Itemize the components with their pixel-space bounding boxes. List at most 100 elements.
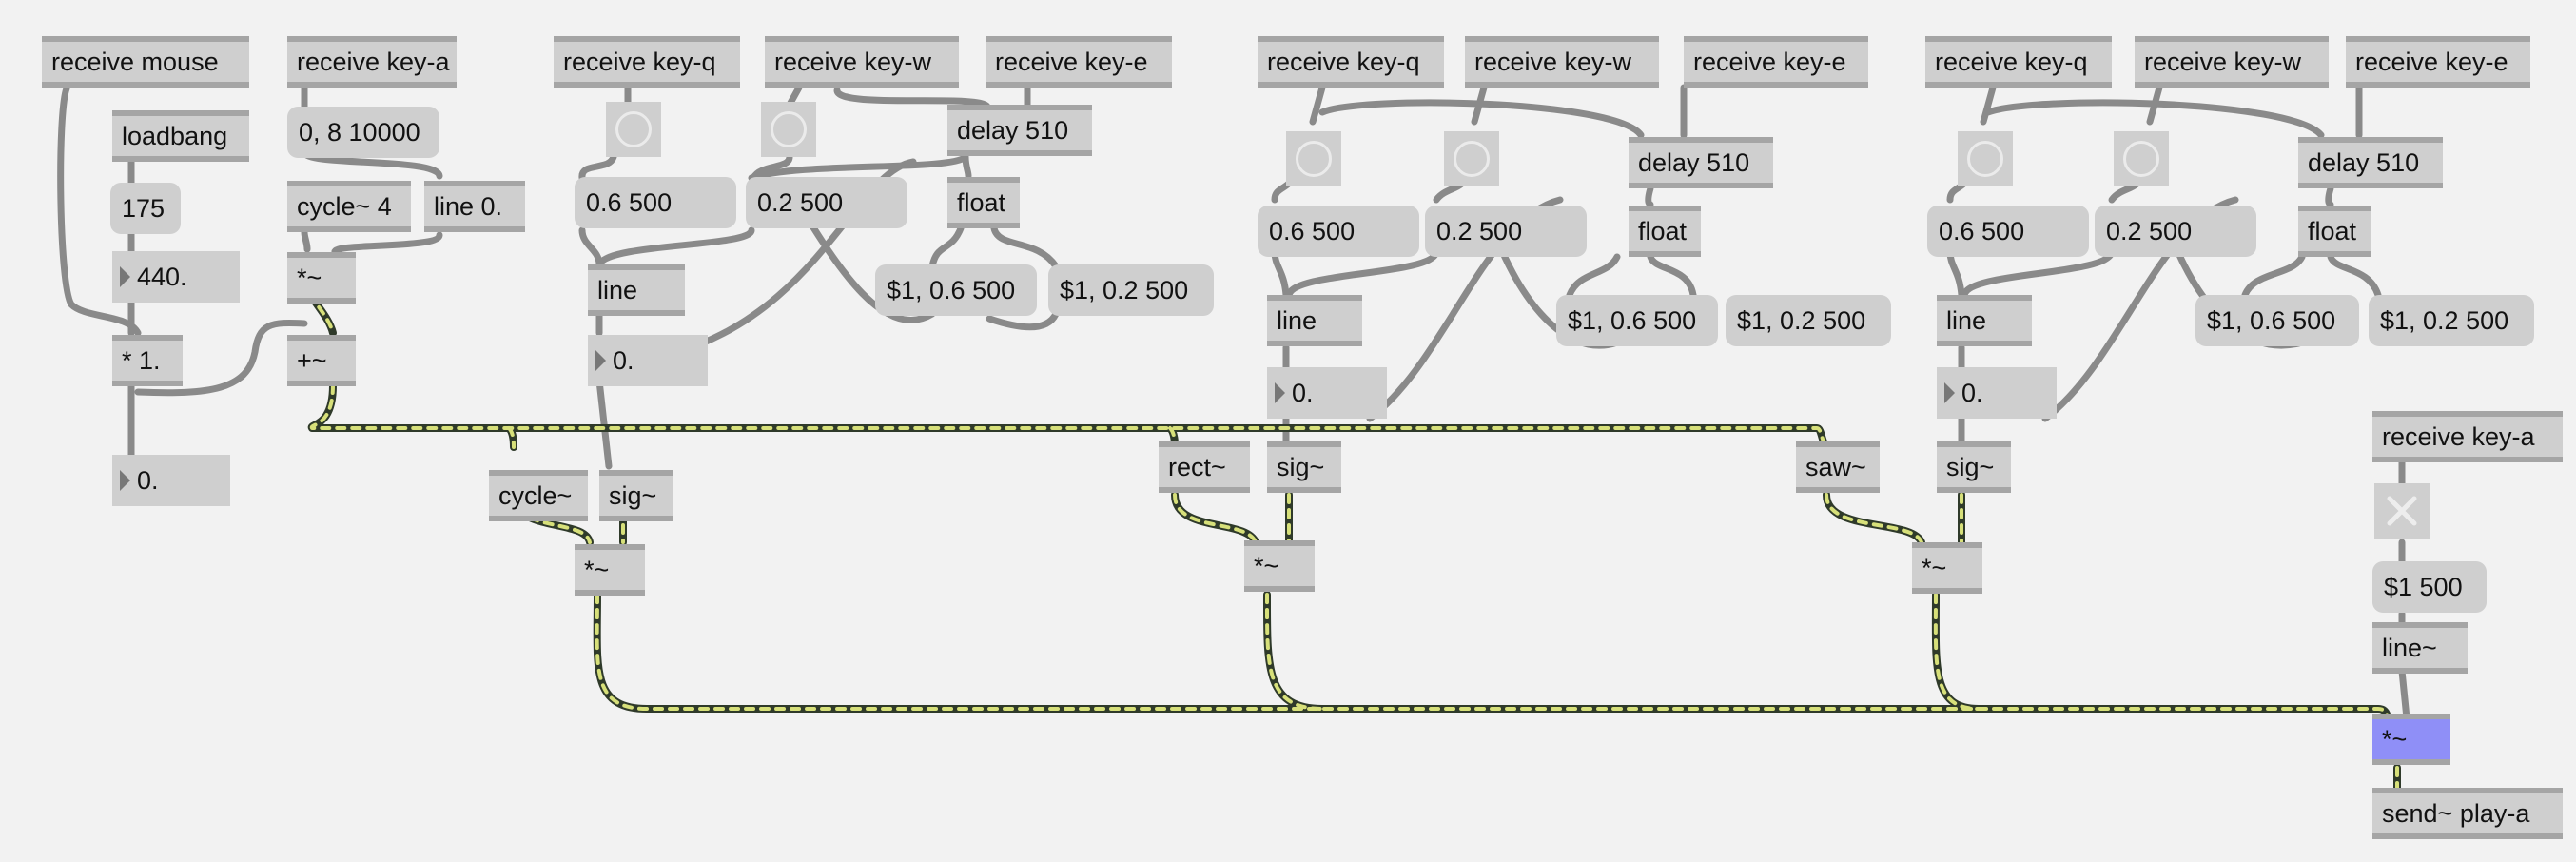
cord[interactable]	[1309, 84, 1326, 126]
cord[interactable]	[1961, 248, 2116, 299]
bang-button-q-v2[interactable]	[1286, 131, 1341, 186]
cord[interactable]	[1645, 185, 1654, 208]
signal-cord[interactable]	[1171, 491, 1259, 546]
toggle-box[interactable]	[2374, 483, 2430, 539]
message-envelope[interactable]: $1 500	[2372, 561, 2487, 613]
delay-object-v3[interactable]: delay 510	[2298, 137, 2443, 188]
cord[interactable]	[1318, 99, 1645, 139]
message-dollar-0-2-v2[interactable]: $1, 0.2 500	[1726, 295, 1891, 346]
signal-cord[interactable]	[307, 382, 1830, 451]
sig-object-v2[interactable]: sig~	[1267, 441, 1341, 493]
message-dollar-0-2-v1[interactable]: $1, 0.2 500	[1048, 264, 1214, 316]
float-object-v3[interactable]: float	[2298, 206, 2371, 257]
signal-cord[interactable]	[512, 493, 592, 544]
message-0-6-v1[interactable]: 0.6 500	[575, 177, 736, 228]
message-dollar-0-6-v2[interactable]: $1, 0.6 500	[1556, 295, 1718, 346]
receive-mouse-object[interactable]: receive mouse	[42, 36, 249, 88]
number-box-output[interactable]: 0.	[112, 455, 230, 506]
receive-key-e-object-v1[interactable]: receive key-e	[986, 36, 1172, 88]
cycle-oscillator-object[interactable]: cycle~	[489, 470, 588, 521]
cord[interactable]	[990, 225, 1060, 270]
message-175[interactable]: 175	[110, 183, 181, 234]
signal-cord[interactable]	[1262, 591, 1326, 713]
delay-object-v1[interactable]: delay 510	[947, 105, 1092, 156]
receive-key-q-object-v1[interactable]: receive key-q	[554, 36, 740, 88]
number-box-v2[interactable]: 0.	[1267, 367, 1387, 419]
cord[interactable]	[833, 87, 991, 110]
cord[interactable]	[1271, 248, 1290, 299]
cord[interactable]	[301, 228, 311, 253]
delay-object-v2[interactable]: delay 510	[1629, 137, 1773, 188]
receive-key-w-object-v2[interactable]: receive key-w	[1465, 36, 1659, 88]
multiply-signal-object[interactable]: *~	[287, 252, 356, 304]
receive-key-q-object-v2[interactable]: receive key-q	[1258, 36, 1444, 88]
cord[interactable]	[331, 231, 443, 256]
cord[interactable]	[2241, 253, 2306, 299]
message-0-2-v3[interactable]: 0.2 500	[2095, 206, 2256, 257]
cord[interactable]	[986, 310, 1060, 331]
signal-cord[interactable]	[595, 593, 2390, 720]
receive-key-w-object-v3[interactable]: receive key-w	[2135, 36, 2329, 88]
cord[interactable]	[578, 153, 617, 182]
number-box-440[interactable]: 440.	[112, 251, 240, 303]
message-0-6-v3[interactable]: 0.6 500	[1927, 206, 2089, 257]
message-dollar-0-6-v1[interactable]: $1, 0.6 500	[875, 264, 1037, 316]
receive-key-e-object-v2[interactable]: receive key-e	[1684, 36, 1868, 88]
signal-cord[interactable]	[1933, 593, 1981, 711]
number-box-v1[interactable]: 0.	[588, 335, 708, 386]
signal-cord[interactable]	[593, 591, 2391, 722]
multiply-signal-v3[interactable]: *~	[1912, 542, 1982, 594]
signal-cord[interactable]	[1173, 493, 1258, 544]
message-0-2-v2[interactable]: 0.2 500	[1425, 206, 1587, 257]
multiply-object[interactable]: * 1.	[112, 335, 183, 386]
saw-oscillator-object[interactable]: saw~	[1796, 441, 1880, 493]
cord[interactable]	[1566, 253, 1621, 299]
line-object-v3[interactable]: line	[1937, 295, 2032, 346]
cord[interactable]	[1285, 248, 1440, 299]
cord[interactable]	[57, 85, 142, 337]
cord[interactable]	[928, 225, 965, 270]
line-0-object[interactable]: line 0.	[424, 181, 525, 232]
multiply-signal-v2[interactable]: *~	[1244, 540, 1315, 592]
message-0-2-v1[interactable]: 0.2 500	[746, 177, 907, 228]
message-0-6-v2[interactable]: 0.6 500	[1258, 206, 1419, 257]
receive-key-w-object-v1[interactable]: receive key-w	[765, 36, 959, 88]
signal-cord[interactable]	[507, 426, 516, 449]
plus-signal-object[interactable]: +~	[287, 335, 356, 386]
sig-object-v1[interactable]: sig~	[599, 470, 673, 521]
cord[interactable]	[134, 320, 308, 397]
multiply-signal-v1[interactable]: *~	[575, 544, 645, 596]
cord[interactable]	[748, 153, 969, 182]
cord[interactable]	[1946, 248, 1965, 299]
rect-oscillator-object[interactable]: rect~	[1159, 441, 1250, 493]
cord[interactable]	[1980, 84, 1997, 126]
cord[interactable]	[595, 377, 613, 470]
line-object-v2[interactable]: line	[1267, 295, 1362, 346]
float-object-v1[interactable]: float	[947, 177, 1020, 228]
multiply-signal-master[interactable]: *~	[2372, 714, 2450, 765]
message-ramp[interactable]: 0, 8 10000	[287, 107, 439, 158]
bang-button-w-v3[interactable]	[2114, 131, 2169, 186]
cord[interactable]	[1647, 253, 1697, 299]
bang-button-w-v2[interactable]	[1444, 131, 1499, 186]
sig-object-v3[interactable]: sig~	[1937, 441, 2011, 493]
receive-key-a-master[interactable]: receive key-a	[2372, 411, 2563, 462]
number-box-v3[interactable]: 0.	[1937, 367, 2057, 419]
receive-key-q-object-v3[interactable]: receive key-q	[1925, 36, 2112, 88]
float-object-v2[interactable]: float	[1629, 206, 1701, 257]
cycle-4-object[interactable]: cycle~ 4	[287, 181, 411, 232]
cord[interactable]	[2327, 253, 2382, 299]
loadbang-object[interactable]: loadbang	[112, 110, 249, 162]
cord[interactable]	[578, 226, 603, 268]
message-dollar-0-2-v3[interactable]: $1, 0.2 500	[2369, 295, 2534, 346]
line-signal-master[interactable]: line~	[2372, 622, 2468, 674]
bang-button-q-v3[interactable]	[1958, 131, 2013, 186]
message-dollar-0-6-v3[interactable]: $1, 0.6 500	[2195, 295, 2359, 346]
bang-button-w-v1[interactable]	[761, 102, 816, 157]
receive-key-e-object-v3[interactable]: receive key-e	[2346, 36, 2530, 88]
signal-cord[interactable]	[1264, 593, 1324, 711]
cord[interactable]	[2398, 667, 2410, 722]
cord[interactable]	[1984, 99, 2325, 139]
cord[interactable]	[2325, 185, 2334, 208]
cord[interactable]	[962, 153, 972, 180]
